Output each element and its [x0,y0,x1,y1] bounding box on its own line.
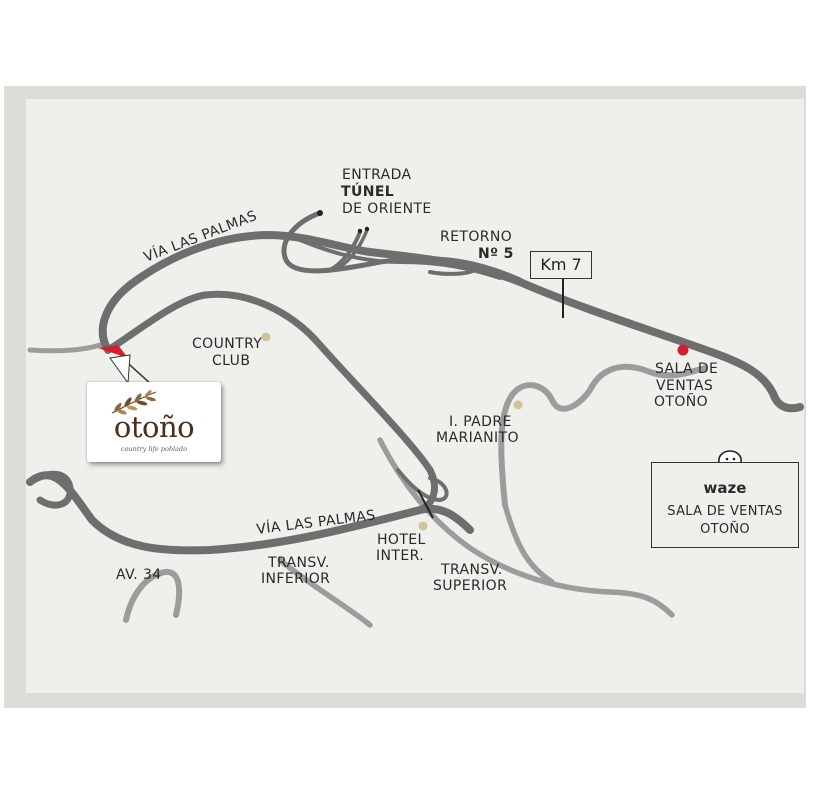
label-tunel: TÚNEL [341,182,394,200]
label-sala-de: SALA DE [655,361,718,377]
label-ventas: VENTAS [656,378,713,394]
padre-marianito-dot[interactable] [513,400,523,410]
road-left-curve [26,470,74,509]
sala-ventas-dot[interactable] [677,344,689,356]
tunnel-entrance-marker [317,210,323,216]
country-club-dot[interactable] [261,332,271,342]
otono-logo-tagline: country life poblado [120,445,188,453]
km-marker: Km 7 [530,251,592,279]
road-lower-curve [502,502,555,585]
label-retorno-num: Nº 5 [478,246,514,262]
road-tunnel-ramp [328,230,362,272]
road-tunnel-ramp-2 [336,228,369,270]
hotel-divider [417,489,434,519]
otono-location-marker[interactable] [98,345,128,358]
waze-info-box[interactable]: waze SALA DE VENTAS OTOÑO [651,462,799,548]
waze-title: waze [703,479,747,497]
label-hotel: HOTEL [377,532,426,548]
road-av-34 [123,568,183,623]
label-av-34: AV. 34 [116,567,162,583]
road-retorno [418,258,480,276]
road-hotel-loop [396,468,449,502]
road-transv-superior [377,437,675,618]
hotel-inter-dot[interactable] [418,521,428,531]
label-country: COUNTRY [192,336,262,352]
tunnel-entrance-marker-3 [364,226,370,232]
label-entrada: ENTRADA [342,167,412,183]
label-otono: OTOÑO [654,393,708,410]
label-padre: I. PADRE [449,414,512,430]
otono-logo-word: otoño [113,410,195,444]
label-transv: TRANSV. [267,555,330,571]
label-inter: INTER. [376,548,424,564]
road-padre-marianito [498,363,708,508]
otono-logo-card[interactable]: otoño country life poblado [87,382,221,462]
label-transv-2: TRANSV. [440,562,503,578]
label-club: CLUB [212,353,250,369]
otono-pointer-arrow [109,354,131,385]
label-inferior: INFERIOR [261,571,330,587]
road-country-club [104,290,438,514]
tunnel-entrance-marker-2 [357,228,363,234]
road-via-las-palmas-lower [26,471,474,555]
waze-line-1: SALA DE VENTAS [667,504,783,519]
waze-line-2: OTOÑO [700,522,750,537]
leaf-icon [111,389,157,415]
label-de-oriente: DE ORIENTE [342,201,432,217]
road-transv-inferior [277,557,373,628]
label-retorno: RETORNO [440,229,512,245]
road-left-small [27,342,103,354]
label-marianito: MARIANITO [436,430,519,446]
label-superior: SUPERIOR [433,578,507,594]
